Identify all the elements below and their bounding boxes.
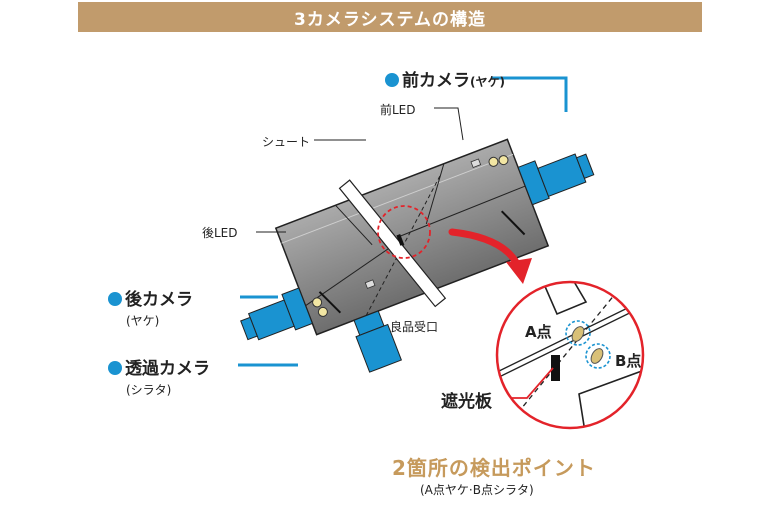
rear-led-block bbox=[364, 279, 376, 289]
inspection-area bbox=[377, 205, 431, 259]
shield-plate-small bbox=[396, 234, 405, 246]
point-a-label: A点 bbox=[525, 323, 552, 341]
rear-camera-label: 後カメラ bbox=[108, 285, 193, 310]
detect-note: (A点ヤケ·B点シラタ) bbox=[420, 483, 534, 497]
front-camera-leader bbox=[492, 76, 568, 112]
good-receiver-label: 良品受口 bbox=[390, 320, 439, 334]
front-led-label: 前LED bbox=[380, 103, 416, 117]
mirror-rear bbox=[318, 291, 342, 314]
trans-camera-body bbox=[355, 323, 403, 373]
shield-plate bbox=[551, 355, 560, 381]
trans-camera-text: 透過カメラ bbox=[125, 359, 210, 379]
trans-camera-sub: (シラタ) bbox=[126, 383, 172, 397]
chute bbox=[338, 179, 447, 308]
front-led-block bbox=[470, 158, 482, 168]
chute-label: シュート bbox=[262, 135, 311, 149]
front-led-1 bbox=[488, 156, 499, 167]
point-b-ring bbox=[585, 343, 611, 369]
trans-camera-label: 透過カメラ bbox=[108, 354, 210, 379]
front-light-path bbox=[398, 185, 526, 238]
zoom-view bbox=[497, 282, 643, 428]
page-title: 3カメラシステムの構造 bbox=[294, 9, 486, 30]
camera-housing bbox=[240, 138, 595, 373]
front-camera-dot bbox=[385, 73, 399, 87]
internal-wall-left bbox=[335, 204, 373, 246]
shield-leader bbox=[512, 367, 554, 399]
title-bar: 3カメラシステムの構造 bbox=[78, 2, 702, 32]
front-camera-cap bbox=[575, 153, 595, 179]
rear-camera-sub: (ヤケ) bbox=[126, 314, 160, 328]
trans-camera-dot bbox=[108, 361, 122, 375]
zoom-light-2 bbox=[497, 303, 643, 379]
front-camera-label: 前カメラ(ヤケ) bbox=[385, 66, 505, 91]
rear-camera-cap bbox=[240, 316, 258, 341]
housing-edge bbox=[281, 153, 514, 244]
mirror-front bbox=[500, 210, 526, 236]
zoom-arrow-head bbox=[506, 258, 532, 284]
rear-camera-text: 後カメラ bbox=[125, 290, 193, 310]
front-led-leader bbox=[434, 107, 464, 141]
shield-label: 遮光板 bbox=[441, 392, 492, 412]
zoom-chute-top bbox=[535, 282, 588, 316]
rear-led-2 bbox=[317, 306, 328, 317]
front-camera-sub: (ヤケ) bbox=[470, 75, 505, 89]
front-led-2 bbox=[498, 155, 509, 166]
detect-title: 2箇所の検出ポイント bbox=[392, 456, 596, 480]
zoom-trans-path bbox=[511, 287, 621, 421]
rear-led-1 bbox=[312, 297, 323, 308]
point-b-label: B点 bbox=[615, 352, 642, 370]
front-camera-text: 前カメラ bbox=[402, 71, 470, 91]
point-a-marker bbox=[571, 326, 585, 342]
point-b-marker bbox=[590, 348, 604, 364]
zoom-view-border bbox=[495, 280, 645, 430]
internal-wall-right bbox=[425, 163, 445, 225]
point-a-ring bbox=[565, 320, 591, 346]
rear-camera-dot bbox=[108, 292, 122, 306]
rear-led-label: 後LED bbox=[202, 226, 238, 240]
